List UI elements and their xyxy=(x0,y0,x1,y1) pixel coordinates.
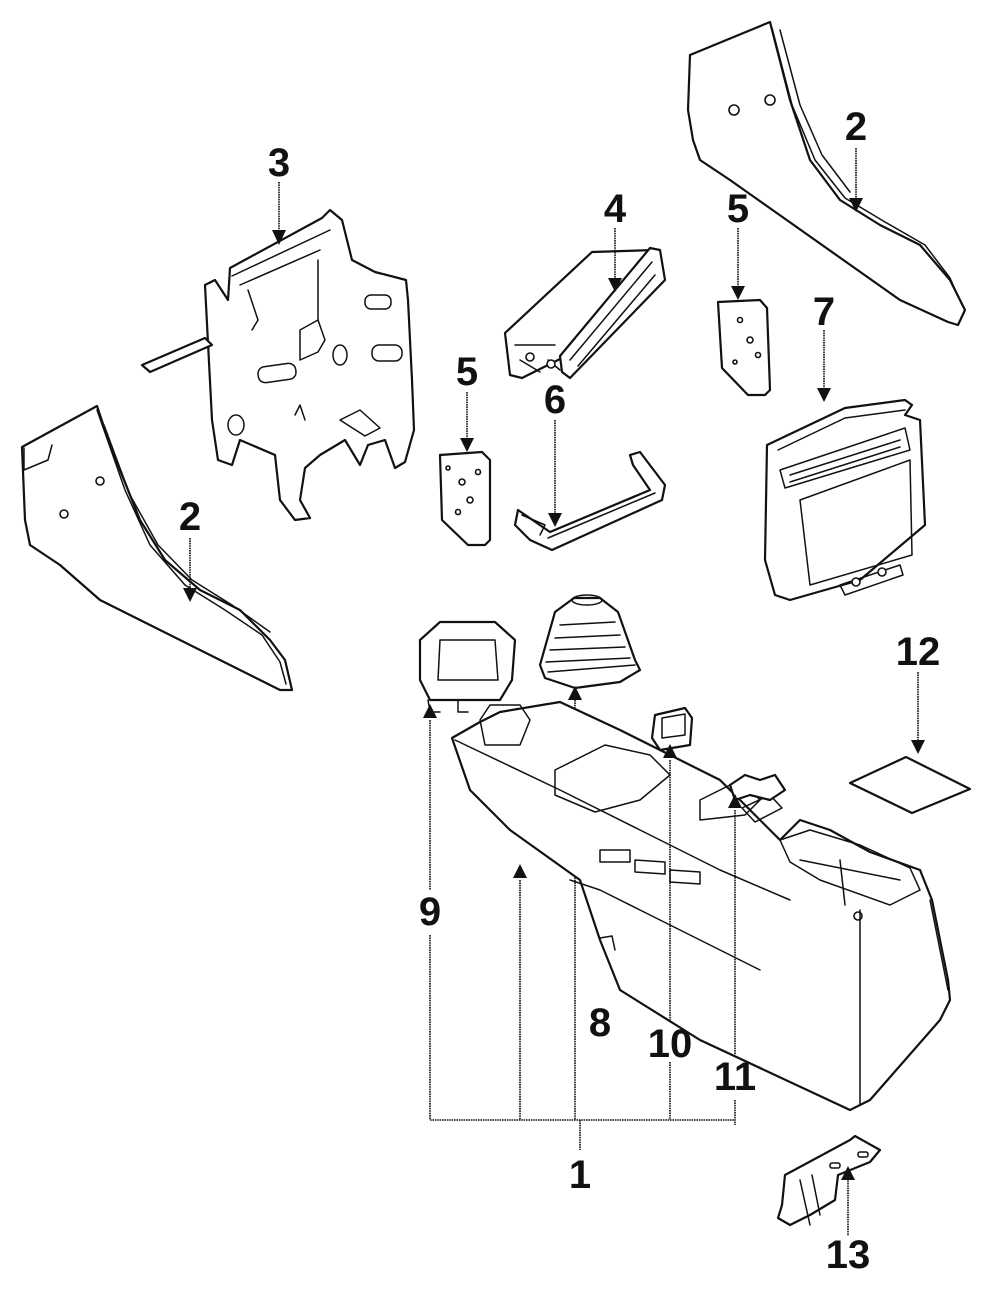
part-10-switch[interactable] xyxy=(650,706,694,752)
callout-1: 1 xyxy=(569,1153,591,1197)
arrow-8 xyxy=(568,686,582,700)
arrow-1-body xyxy=(513,864,527,878)
part-1-console-body[interactable] xyxy=(450,700,952,1112)
callout-6: 6 xyxy=(544,378,566,422)
part-5-left-bracket-plate[interactable] xyxy=(438,450,492,547)
arrow-10 xyxy=(663,744,677,758)
callout-11: 11 xyxy=(714,1055,756,1099)
arrow-11 xyxy=(728,794,742,808)
part-6-mounting-bracket[interactable] xyxy=(513,450,667,552)
callout-13: 13 xyxy=(826,1233,871,1277)
part-13-mounting-bracket[interactable] xyxy=(776,1134,882,1227)
part-12-pad[interactable] xyxy=(848,755,972,815)
callout-10: 10 xyxy=(648,1022,693,1066)
arrow-2-right xyxy=(849,198,863,212)
part-7-trim-bezel[interactable] xyxy=(763,398,927,602)
part-5-right-bracket-plate[interactable] xyxy=(716,298,772,397)
part-2-right-side-panel[interactable] xyxy=(686,20,967,327)
arrow-6 xyxy=(548,513,562,527)
arrow-5-right xyxy=(731,286,745,300)
arrow-5-left xyxy=(460,438,474,452)
callout-12: 12 xyxy=(896,630,941,674)
callout-9: 9 xyxy=(419,890,441,934)
callout-2-left: 2 xyxy=(179,495,201,539)
arrow-12 xyxy=(911,740,925,754)
part-11-clip[interactable] xyxy=(728,773,787,802)
callout-7: 7 xyxy=(813,290,835,334)
arrow-13 xyxy=(841,1166,855,1180)
callout-3: 3 xyxy=(268,141,290,185)
part-3-console-bracket[interactable] xyxy=(140,208,416,522)
arrow-3 xyxy=(272,230,286,245)
part-4-storage-pocket[interactable] xyxy=(503,246,667,380)
callout-4: 4 xyxy=(604,187,627,231)
part-2-left-side-panel[interactable] xyxy=(20,404,294,692)
part-8-shift-boot[interactable] xyxy=(538,594,642,690)
callout-2-right: 2 xyxy=(845,105,867,149)
arrow-7 xyxy=(817,388,831,402)
callout-8: 8 xyxy=(589,1001,611,1045)
callout-5-left: 5 xyxy=(456,350,478,394)
arrow-9 xyxy=(423,704,437,718)
part-9-shift-bezel[interactable] xyxy=(418,620,517,713)
arrow-4 xyxy=(608,278,622,292)
callout-5-right: 5 xyxy=(727,187,749,231)
arrow-2-left xyxy=(183,588,197,602)
